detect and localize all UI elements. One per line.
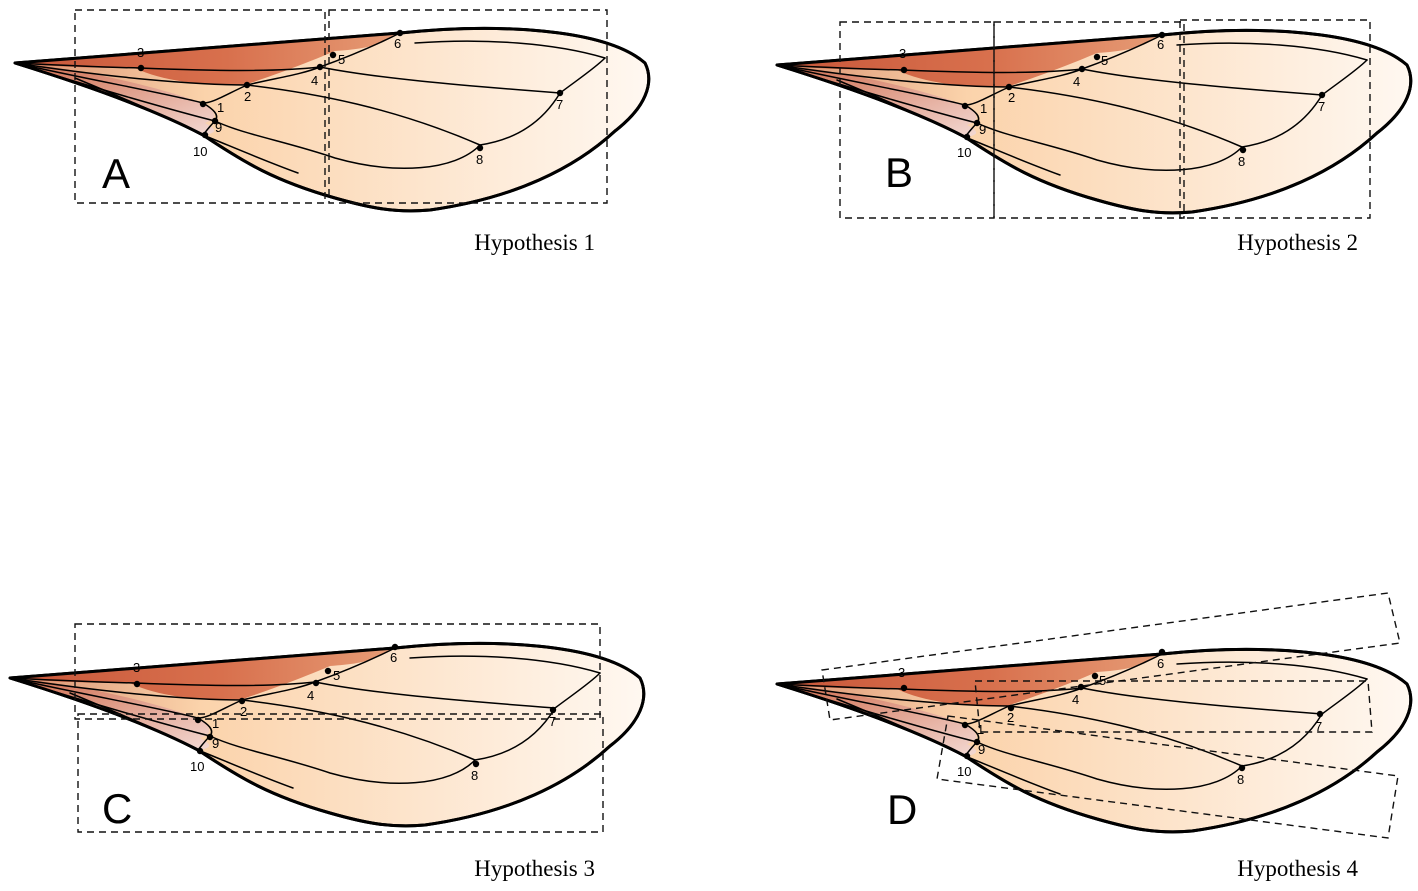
panel-letter: A: [102, 150, 130, 197]
landmark-label-5: 5: [333, 668, 340, 683]
module-box-anterior: [74, 623, 601, 720]
landmark-label-3: 3: [137, 45, 144, 60]
panel-c: 1 2 3 4 5 6 7 8 9 10 C Hypothesis 3: [8, 623, 646, 881]
panel-letter: D: [887, 786, 917, 833]
panel-a: 1 2 3 4 5 6 7 8 9 10 A Hypothesis 1: [13, 9, 651, 255]
module-box-posterior: [936, 715, 1399, 839]
landmark-label-7: 7: [549, 714, 556, 729]
module-box-central: [974, 680, 1373, 733]
landmark-label-10: 10: [957, 145, 971, 160]
panel-caption: Hypothesis 2: [1237, 230, 1358, 255]
landmark-label-7: 7: [1318, 99, 1325, 114]
landmark-label-2: 2: [244, 89, 251, 104]
landmark-label-1: 1: [217, 100, 224, 115]
panel-b: 1 2 3 4 5 6 7 8 9 10 B Hypothesis 2: [775, 19, 1413, 255]
landmarks: 1 2 3 4 5 6 7 8 9 10: [899, 31, 1325, 169]
landmark-label-8: 8: [1237, 772, 1244, 787]
landmark-label-9: 9: [212, 736, 219, 751]
landmark-label-10: 10: [193, 144, 207, 159]
landmark-label-7: 7: [1315, 719, 1322, 734]
landmark-label-8: 8: [1238, 154, 1245, 169]
landmark-label-5: 5: [1101, 53, 1108, 68]
landmark-label-4: 4: [311, 73, 318, 88]
landmark-label-8: 8: [471, 768, 478, 783]
panel-letter: B: [885, 149, 913, 196]
landmarks: 1 2 3 4 5 6 7 8 9 10: [137, 29, 563, 167]
landmark-label-2: 2: [1007, 710, 1014, 725]
panel-caption: Hypothesis 3: [474, 856, 595, 881]
landmark-label-1: 1: [980, 101, 987, 116]
panel-d: 1 2 3 4 5 6 7 8 9 10 D Hypothesis 4: [775, 592, 1413, 881]
landmark-label-8: 8: [476, 152, 483, 167]
landmark-label-9: 9: [978, 742, 985, 757]
landmarks: 1 2 3 4 5 6 7 8 9 10: [133, 643, 556, 783]
landmark-label-1: 1: [212, 716, 219, 731]
module-box-costal: [821, 592, 1401, 721]
landmark-label-10: 10: [190, 759, 204, 774]
landmark-label-4: 4: [307, 688, 314, 703]
module-box-proximal: [74, 9, 326, 204]
landmarks: 1 2 3 4 5 6 7 8 9 10: [898, 648, 1324, 787]
landmark-label-2: 2: [240, 704, 247, 719]
module-box-middle: [993, 21, 1185, 219]
landmark-label-6: 6: [394, 36, 401, 51]
landmark-label-6: 6: [1157, 656, 1164, 671]
landmark-label-10: 10: [957, 764, 971, 779]
landmark-label-7: 7: [556, 97, 563, 112]
module-box-distal: [1179, 19, 1371, 219]
landmark-label-6: 6: [390, 650, 397, 665]
landmark-label-3: 3: [898, 665, 905, 680]
wing-drawing: [775, 28, 1413, 215]
landmark-label-2: 2: [1008, 90, 1015, 105]
landmark-label-4: 4: [1073, 74, 1080, 89]
landmark-label-9: 9: [979, 122, 986, 137]
landmark-label-3: 3: [133, 660, 140, 675]
landmark-label-5: 5: [1099, 673, 1106, 688]
module-box-distal: [328, 9, 608, 204]
landmark-label-3: 3: [899, 46, 906, 61]
landmark-label-9: 9: [215, 120, 222, 135]
landmark-label-5: 5: [338, 52, 345, 67]
landmark-label-1: 1: [977, 722, 984, 737]
panel-caption: Hypothesis 1: [474, 230, 595, 255]
landmark-label-6: 6: [1157, 37, 1164, 52]
panel-letter: C: [102, 785, 132, 832]
landmark-label-4: 4: [1072, 692, 1079, 707]
module-box-posterior: [77, 713, 604, 833]
panel-caption: Hypothesis 4: [1237, 856, 1358, 881]
